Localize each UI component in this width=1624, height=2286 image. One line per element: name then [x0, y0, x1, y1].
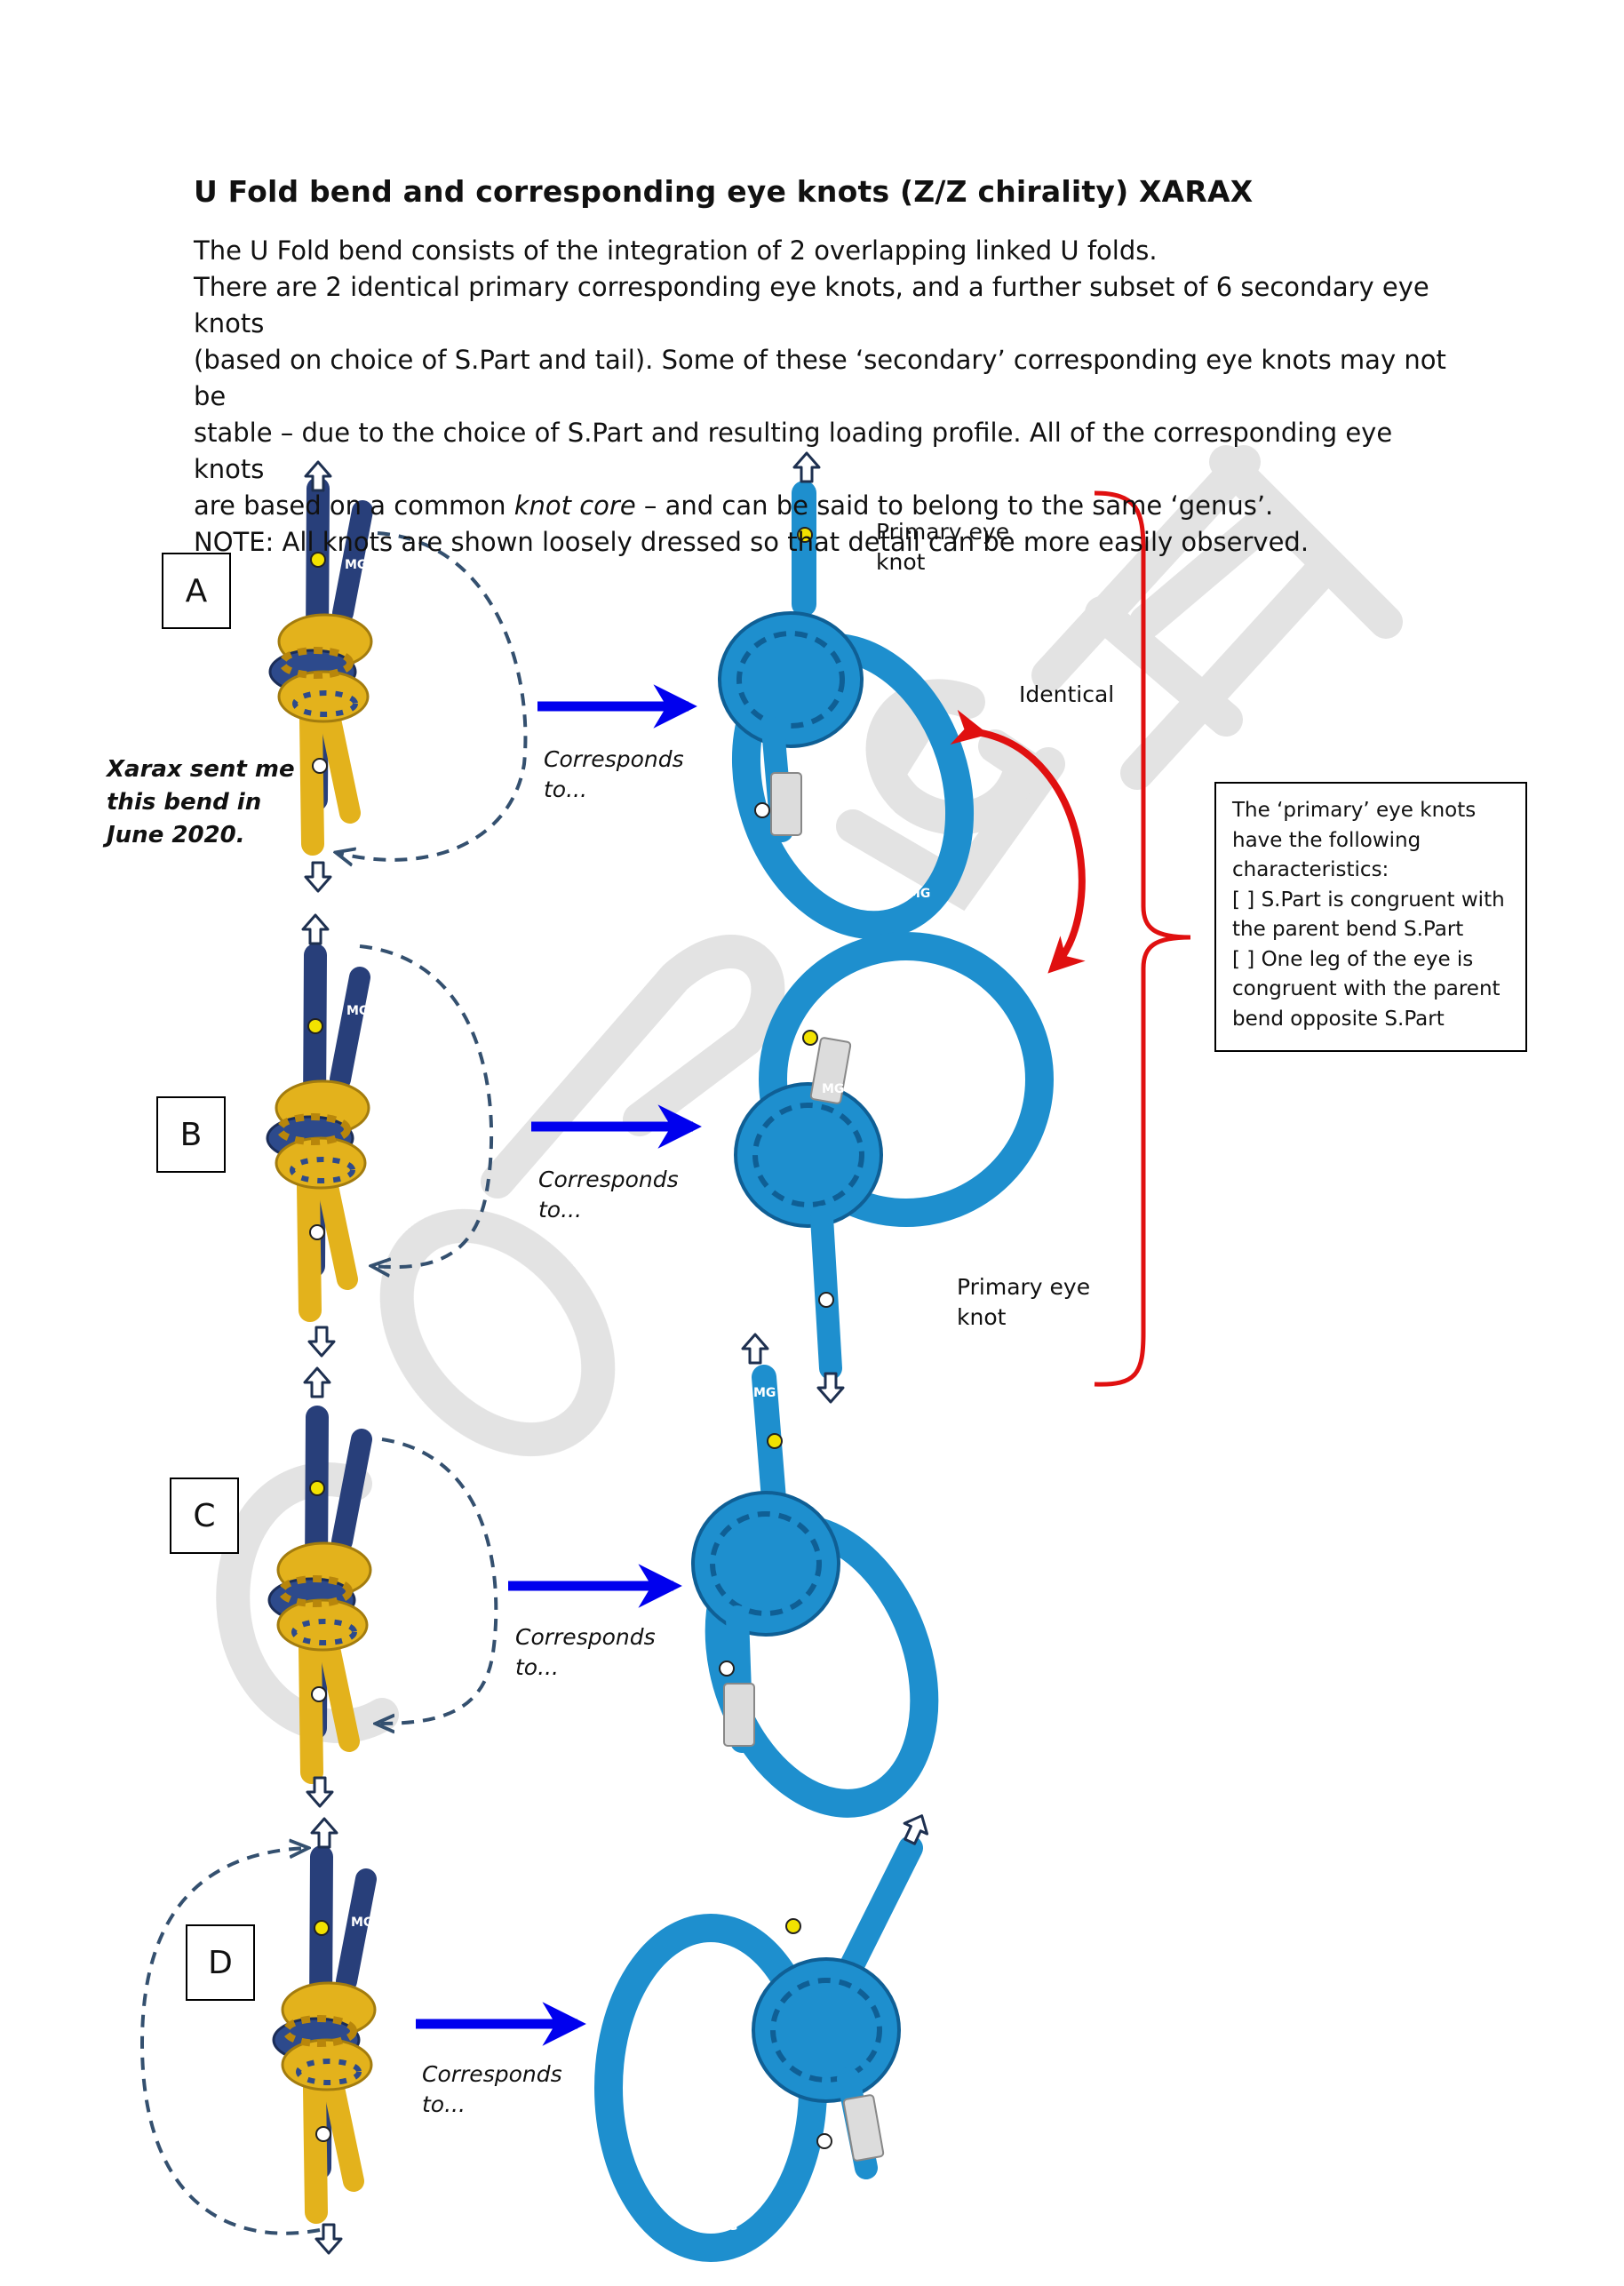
intro-text: The U Fold bend consists of the integrat… [194, 233, 1455, 561]
intro-text-run: are based on a common [194, 490, 514, 521]
characteristics-line: The ‘primary’ eye knots [1232, 799, 1477, 822]
primary-eye-label-bottom: Primary eye knot [957, 1272, 1090, 1333]
characteristics-line: [ ] S.Part is congruent with [1232, 888, 1505, 912]
panel-label-b: B [156, 1096, 226, 1173]
characteristics-line: the parent bend S.Part [1232, 918, 1464, 941]
characteristics-box: The ‘primary’ eye knots have the followi… [1214, 782, 1527, 1052]
primary-knots-brace [1094, 490, 1191, 1387]
identical-label: Identical [1019, 681, 1115, 707]
intro-emphasis: knot core [513, 490, 636, 521]
corresponds-line: to... [422, 2091, 466, 2117]
corresponds-line: Corresponds [515, 1624, 656, 1650]
intro-text-run: – and can be said to belong to the same … [635, 490, 1274, 521]
intro-line: The U Fold bend consists of the integrat… [194, 235, 1158, 266]
mg-mark: MG [351, 1916, 373, 1930]
corresponds-line: Corresponds [544, 746, 684, 772]
eye-knot-b [734, 932, 1054, 1380]
mg-mark: MG [345, 558, 367, 572]
primary-eye-label-top: Primary eye knot [876, 517, 1009, 577]
panel-label-d: D [186, 1924, 255, 2001]
eye-knot-a [718, 481, 975, 940]
panel-d-bend [274, 1857, 375, 2212]
intro-line: There are 2 identical primary correspond… [194, 272, 1429, 339]
mg-mark: MG [753, 1386, 776, 1400]
label-line: Primary eye [957, 1274, 1091, 1300]
panel-label-a: A [162, 553, 231, 629]
page-title: U Fold bend and corresponding eye knots … [194, 174, 1254, 209]
characteristics-line: congruent with the parent [1232, 977, 1501, 1000]
corresponds-line: to... [515, 1654, 559, 1680]
characteristics-line: [ ] One leg of the eye is [1232, 947, 1474, 971]
panel-b-dashed-path [359, 944, 494, 1267]
panel-d-corresponds-text: Corresponds to... [422, 2059, 562, 2120]
panel-a-dashed-path [338, 531, 528, 860]
xarax-note: Xarax sent me this bend in June 2020. [107, 753, 295, 852]
panel-c-corresponds-text: Corresponds to... [515, 1622, 656, 1683]
identical-curved-arrow [950, 709, 1086, 974]
intro-line: (based on choice of S.Part and tail). So… [194, 345, 1446, 411]
characteristics-line: have the following [1232, 828, 1421, 852]
corresponds-line: to... [544, 777, 587, 802]
intro-line: stable – due to the choice of S.Part and… [194, 418, 1393, 484]
eye-knot-d [594, 1836, 923, 2262]
characteristics-line: characteristics: [1232, 858, 1389, 881]
label-line: Primary eye [876, 519, 1010, 545]
corresponds-line: Corresponds [538, 1167, 679, 1192]
panel-a-corresponds-text: Corresponds to... [544, 745, 684, 805]
panel-label-c: C [170, 1478, 239, 1554]
label-line: knot [957, 1304, 1007, 1330]
xarax-note-line: this bend in [107, 789, 262, 816]
mg-mark: MG [822, 1082, 844, 1096]
xarax-note-line: June 2020. [107, 822, 245, 848]
label-line: knot [876, 549, 926, 575]
intro-line: are based on a common knot core – and ca… [194, 488, 1455, 524]
corresponds-line: to... [538, 1197, 582, 1223]
panel-c-dashed-path [378, 1438, 498, 1724]
characteristics-line: bend opposite S.Part [1232, 1007, 1445, 1031]
eye-knot-c [691, 1365, 939, 1818]
mg-mark: MG [346, 1004, 369, 1018]
xarax-note-line: Xarax sent me [107, 756, 295, 783]
corresponds-line: Corresponds [422, 2061, 562, 2087]
mg-mark: MG [715, 2219, 737, 2234]
panel-b-corresponds-text: Corresponds to... [538, 1165, 679, 1225]
mg-mark: MG [908, 887, 930, 901]
panel-d-dashed-path [139, 1848, 321, 2235]
intro-line: NOTE: All knots are shown loosely dresse… [194, 527, 1310, 557]
